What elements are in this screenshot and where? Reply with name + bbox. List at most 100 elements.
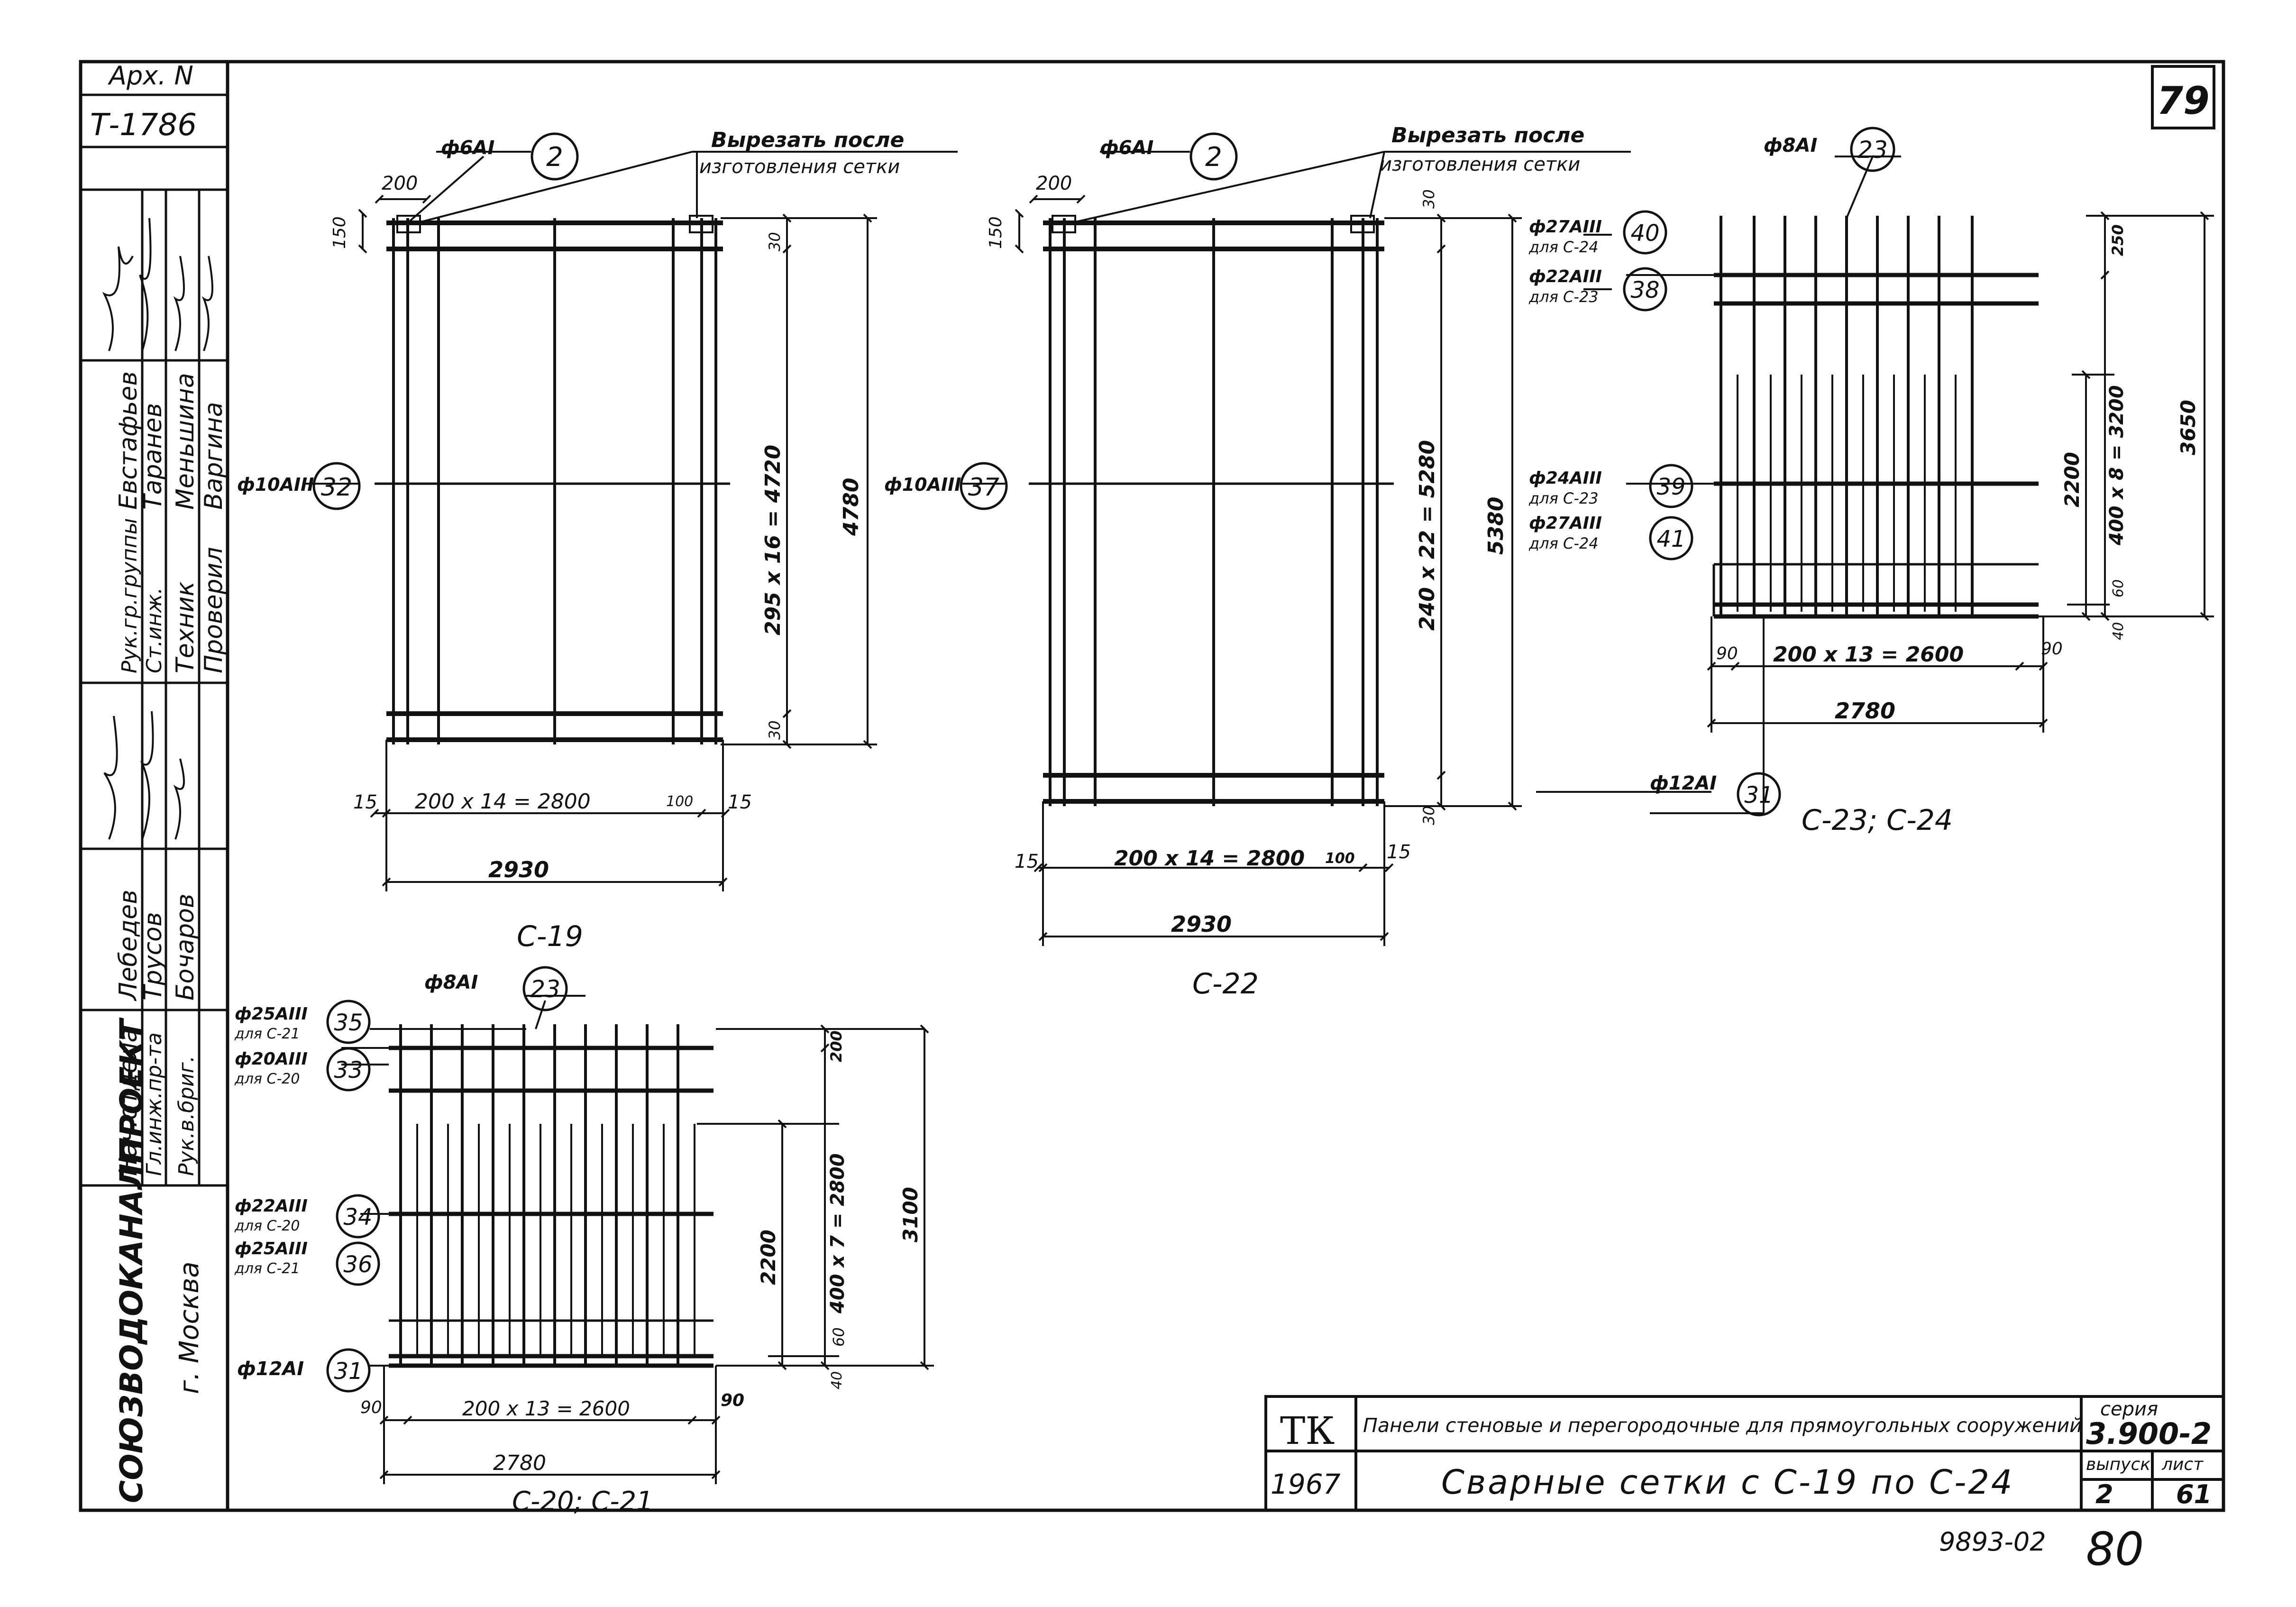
c20-top-bar-number: 23 <box>530 975 560 1003</box>
c23-bar41-label: ф27АIII <box>1529 514 1602 533</box>
c19-dim-15-right: 15 <box>728 791 752 813</box>
issue-label: выпуск <box>2086 1455 2150 1474</box>
c23-bar40-label: ф27АIII <box>1529 217 1602 237</box>
c20-dim-horizontal: 200 x 13 = 2600 <box>462 1397 630 1420</box>
c23-bar38-label: ф22АIII <box>1529 267 1602 286</box>
issue-value: 2 <box>2095 1479 2113 1509</box>
series-label: серия <box>2100 1398 2158 1420</box>
sheet-frame <box>79 60 2225 1512</box>
c20-bottom-bar-label: ф12АI <box>237 1358 304 1380</box>
sheet-value: 61 <box>2176 1479 2212 1509</box>
c22-dim-150: 150 <box>986 216 1006 249</box>
c22-dim-30-top: 30 <box>1420 189 1438 209</box>
c22-dim-total: 5380 <box>1484 497 1508 555</box>
c23-bar38-for: для С-23 <box>1528 288 1599 306</box>
c23-dim-vertical: 400 x 8 = 3200 <box>2106 385 2128 546</box>
c19-dim-150: 150 <box>330 216 349 249</box>
c22-dim-100: 100 <box>1325 850 1355 867</box>
c19-caption: С-19 <box>517 920 583 953</box>
c23-bar40-number: 40 <box>1630 220 1659 247</box>
series-value: 3.900-2 <box>2086 1416 2212 1451</box>
bottom-page: 80 <box>2086 1523 2144 1576</box>
mesh-c19: 2 ф6АI 32 ф10АIII Вырезать после изготов… <box>237 128 958 953</box>
c19-dim-horizontal: 200 x 14 = 2800 <box>415 790 591 814</box>
c22-dim-30-bottom: 30 <box>1420 806 1438 825</box>
c23-bar41-for: для С-24 <box>1528 534 1599 552</box>
c19-side-bar-number: 32 <box>321 473 352 502</box>
c20-caption: С-20; С-21 <box>512 1486 653 1517</box>
organization-city: г. Москва <box>174 1261 205 1394</box>
organization-name: СОЮЗВОДОКАНАЛПРОЕКТ <box>113 1017 150 1503</box>
mesh-c23-c24: 23 ф8АI 40 ф27АIII для С-24 38 ф22АIII д… <box>1528 127 2214 837</box>
c19-dim-total: 4780 <box>839 478 863 536</box>
c20-bar33-for: для С-20 <box>234 1071 300 1087</box>
c20-dim-90-left: 90 <box>360 1398 382 1417</box>
stamp-role-4: Рук.гр.группы <box>118 518 142 673</box>
stamp-name-5: Таранев <box>139 403 167 510</box>
sheet-label: лист <box>2161 1455 2204 1474</box>
c20-bar34-number: 34 <box>343 1204 372 1231</box>
c22-dim-vertical: 240 x 22 = 5280 <box>1415 440 1439 631</box>
c20-bar36-label: ф25АIII <box>235 1239 308 1258</box>
c22-caption: С-22 <box>1192 967 1259 1001</box>
c22-top-bar-label: ф6АI <box>1100 137 1153 159</box>
c19-dim-30-top: 30 <box>766 232 784 251</box>
c22-dim-width: 2930 <box>1171 911 1232 937</box>
c19-note-line1: Вырезать после <box>711 128 904 152</box>
c19-dim-100: 100 <box>666 793 693 810</box>
bottom-code: 9893-02 <box>1939 1527 2046 1557</box>
c20-bar34-label: ф22АIII <box>235 1196 308 1216</box>
c23-dim-total: 3650 <box>2177 400 2200 455</box>
c23-top-bar-label: ф8АI <box>1764 135 1817 156</box>
c20-bar33-label: ф20АIII <box>235 1049 308 1069</box>
stamp-role-2: Гл.инж.пр-та <box>142 1032 166 1176</box>
c23-bar39-label: ф24АIII <box>1529 468 1602 488</box>
c19-dim-width: 2930 <box>488 857 549 882</box>
c23-dim-2200: 2200 <box>2060 452 2084 507</box>
c22-note-line1: Вырезать после <box>1391 123 1584 147</box>
c19-note-line2: изготовления сетки <box>699 156 900 178</box>
c19-dim-30-bottom: 30 <box>766 720 784 740</box>
stamp-name-1: Лебедев <box>114 890 143 1001</box>
c20-bar35-for: для С-21 <box>234 1026 300 1042</box>
title-block: ТК 1967 Панели стеновые и перегородочные… <box>1264 1395 2225 1512</box>
c20-dim-90-right: 90 <box>721 1391 744 1410</box>
c23-bar41-number: 41 <box>1656 526 1685 552</box>
c23-bottom-bar-number: 31 <box>1744 782 1773 808</box>
c22-note-line2: изготовления сетки <box>1380 154 1580 175</box>
stamp-role-1: Нач.отдела <box>114 1028 143 1176</box>
c23-dim-60: 60 <box>2110 579 2127 597</box>
c23-dim-90-right: 90 <box>2041 639 2063 659</box>
c23-top-bar-number: 23 <box>1857 136 1888 164</box>
stamp-name-2: Трусов <box>139 912 167 1001</box>
c19-top-bar-label: ф6АI <box>441 137 494 159</box>
c20-dim-60: 60 <box>830 1327 848 1347</box>
c22-dim-200: 200 <box>1036 173 1072 194</box>
c22-top-bar-number: 2 <box>1205 142 1222 173</box>
stamp-role-7: Проверил <box>200 547 228 673</box>
c23-bar40-for: для С-24 <box>1528 238 1599 256</box>
c19-dim-15-left: 15 <box>353 791 377 813</box>
stamp-role-5: Ст.инж. <box>142 588 166 673</box>
c19-dim-vertical: 295 x 16 = 4720 <box>761 445 785 635</box>
tk-mark: ТК <box>1280 1409 1335 1453</box>
c20-dim-2200: 2200 <box>757 1230 780 1285</box>
c22-dim-horizontal: 200 x 14 = 2800 <box>1114 846 1305 871</box>
c19-dim-200: 200 <box>382 173 418 194</box>
c20-bottom-bar-number: 31 <box>334 1358 363 1385</box>
side-stamp: Арх. N Т-1786 Нач.отдела Гл.инж.пр-та Ру… <box>81 61 228 1503</box>
c19-top-bar-number: 2 <box>546 142 563 173</box>
c22-dim-15-right: 15 <box>1387 841 1411 863</box>
c23-bar38-number: 38 <box>1630 277 1659 303</box>
c19-side-bar-label: ф10АIII <box>237 474 314 495</box>
archive-label: Арх. N <box>108 61 193 91</box>
stamp-name-7: Варгина <box>200 402 228 510</box>
c20-dim-200: 200 <box>827 1030 845 1062</box>
stamp-name-3: Бочаров <box>171 893 200 1001</box>
c23-bottom-bar-label: ф12АI <box>1650 772 1717 794</box>
mesh-c22: 2 ф6АI 37 ф10АIII Вырезать после изготов… <box>884 123 1631 1001</box>
stamp-name-4: Евстафьев <box>114 371 143 510</box>
c22-dim-15-left: 15 <box>1015 851 1039 872</box>
c23-dim-40: 40 <box>2110 622 2127 640</box>
